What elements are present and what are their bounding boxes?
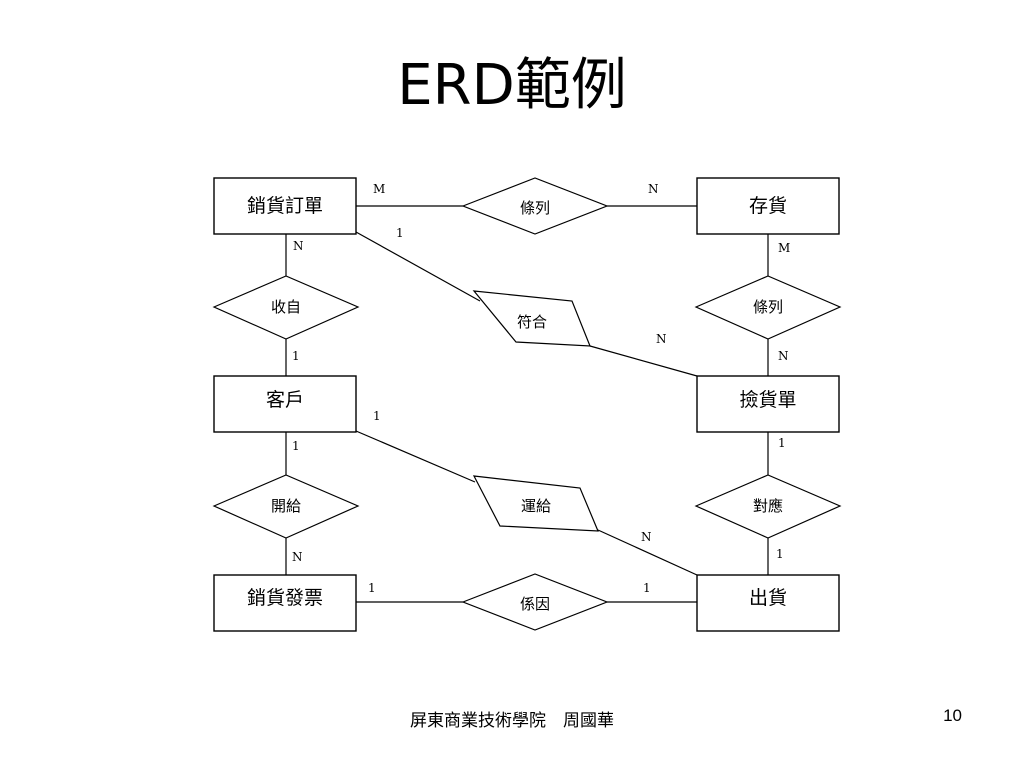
cardinality-shippedto-shipment: N xyxy=(641,530,652,544)
relationship-label-received-from: 收自 xyxy=(271,298,301,316)
entity-label-shipment: 出貨 xyxy=(749,587,787,609)
cardinality-lineitem-picking: N xyxy=(778,349,789,363)
cardinality-corresponds-shipment: 1 xyxy=(776,547,784,561)
relationship-label-corresponds: 對應 xyxy=(753,497,783,515)
relationship-label-matches: 符合 xyxy=(517,313,547,331)
entity-label-picking-list: 撿貨單 xyxy=(739,389,796,411)
cardinality-customer-shippedto: 1 xyxy=(373,409,381,423)
cardinality-lineitem-inventory: N xyxy=(648,182,659,196)
relationship-shipped-to: 運給 xyxy=(472,475,599,532)
entity-picking-list: 撿貨單 xyxy=(696,375,840,433)
entity-inventory: 存貨 xyxy=(696,177,840,235)
connector-lines xyxy=(285,205,769,603)
relationship-line-item-top: 條列 xyxy=(461,177,609,235)
relationship-label-line-item-top: 條列 xyxy=(520,199,550,217)
entity-label-inventory: 存貨 xyxy=(749,195,787,217)
cardinality-order-receivedfrom: N xyxy=(293,239,304,253)
conn-matches-picking xyxy=(589,345,698,377)
conn-order-matches xyxy=(355,231,481,302)
relationship-caused-by: 係因 xyxy=(461,573,609,631)
entity-sales-invoice: 銷貨發票 xyxy=(213,574,357,632)
relationship-corresponds: 對應 xyxy=(694,474,842,539)
relationship-received-from: 收自 xyxy=(212,275,360,340)
cardinality-matches-picking: N xyxy=(656,332,667,346)
cardinality-invoice-causedby: 1 xyxy=(368,581,376,595)
relationship-label-issued-to: 開給 xyxy=(271,497,301,515)
entity-label-customer: 客戶 xyxy=(266,389,304,411)
relationship-line-item-right: 條列 xyxy=(694,275,842,340)
cardinality-labels: M N N 1 1 N M N 1 1 N N 1 1 1 1 xyxy=(292,182,790,595)
cardinality-inventory-lineitem: M xyxy=(778,241,790,255)
page-number: 10 xyxy=(943,706,962,725)
cardinality-order-matches: 1 xyxy=(396,226,404,240)
relationship-label-caused-by: 係因 xyxy=(520,595,550,613)
cardinality-customer-issuedto: 1 xyxy=(292,439,300,453)
cardinality-picking-corresponds: 1 xyxy=(778,436,786,450)
relationship-matches: 符合 xyxy=(472,290,591,347)
cardinality-order-lineitem: M xyxy=(373,182,385,196)
relationship-issued-to: 開給 xyxy=(212,474,360,539)
cardinality-causedby-shipment: 1 xyxy=(643,581,651,595)
relationship-label-shipped-to: 運給 xyxy=(521,497,551,515)
cardinality-issuedto-invoice: N xyxy=(292,550,303,564)
entity-sales-order: 銷貨訂單 xyxy=(213,177,357,235)
entity-label-sales-invoice: 銷貨發票 xyxy=(247,587,323,609)
slide-title: ERD範例 xyxy=(397,53,627,118)
footer-text: 屏東商業技術學院 周國華 xyxy=(410,711,614,731)
entity-customer: 客戶 xyxy=(213,375,357,433)
cardinality-receivedfrom-customer: 1 xyxy=(292,349,300,363)
conn-shippedto-shipment xyxy=(597,529,698,576)
relationship-label-line-item-right: 條列 xyxy=(753,298,783,316)
conn-customer-shippedto xyxy=(355,430,476,483)
entity-label-sales-order: 銷貨訂單 xyxy=(247,195,323,217)
entity-shipment: 出貨 xyxy=(696,574,840,632)
